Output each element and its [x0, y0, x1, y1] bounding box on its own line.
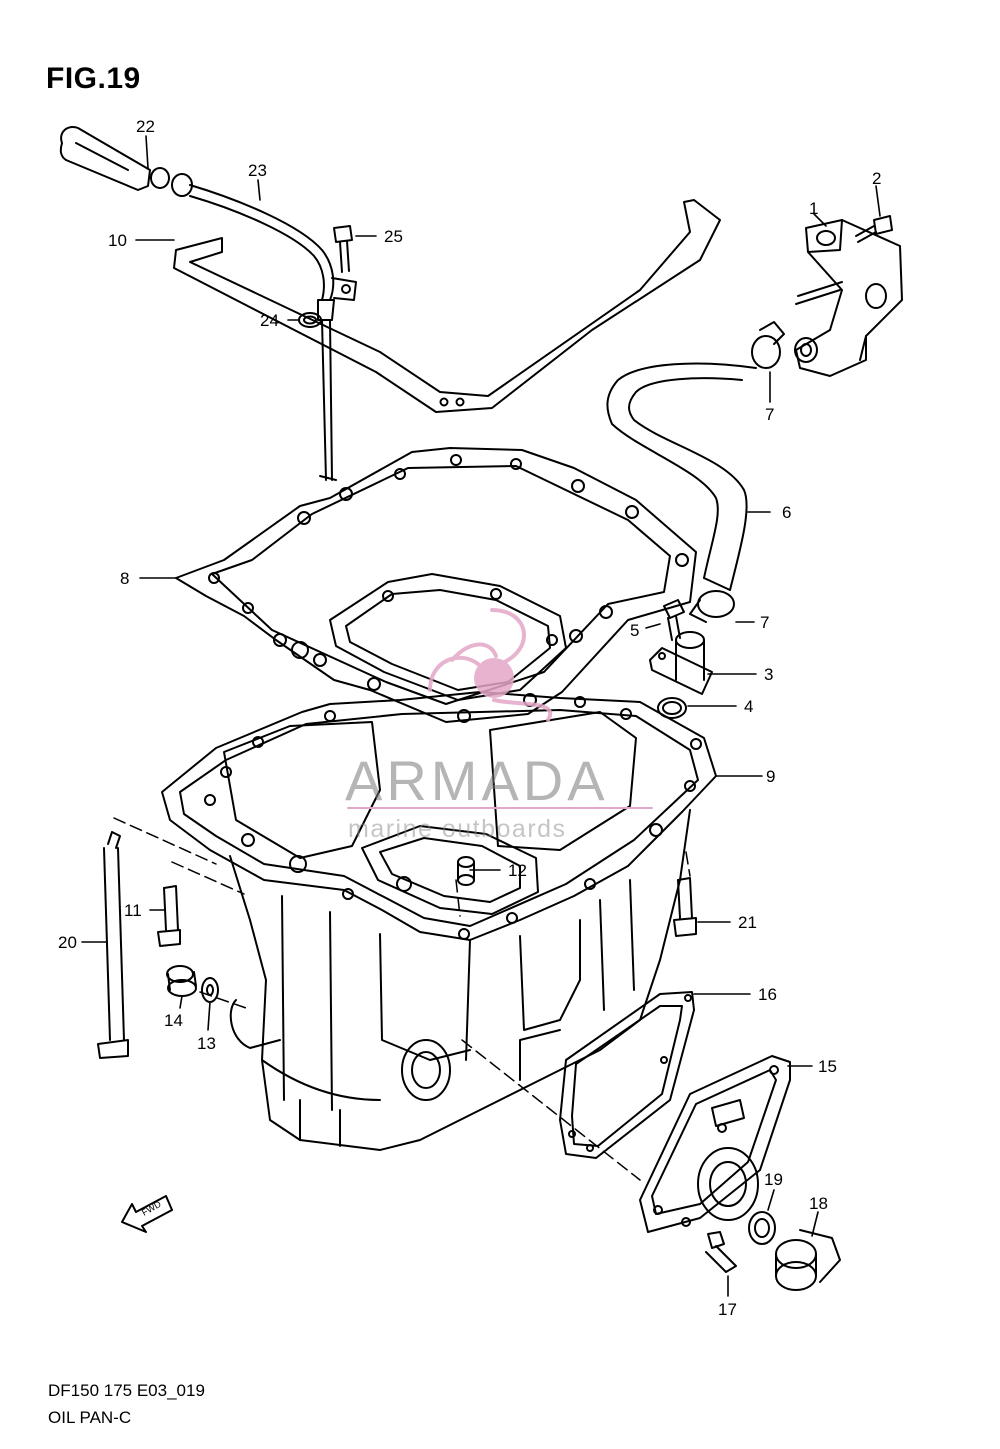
assembly-lines	[113, 817, 691, 1181]
bolt-14	[166, 965, 197, 997]
callout-leaders	[81, 135, 881, 1297]
bolt-21	[673, 877, 697, 937]
breather-union	[649, 631, 713, 695]
callout-11: 11	[124, 901, 142, 920]
oil-pan-cover	[639, 1055, 791, 1233]
callout-24: 24	[260, 311, 279, 330]
callout-1: 1	[809, 199, 818, 218]
callout-9: 9	[766, 767, 775, 786]
callout-20: 20	[58, 933, 77, 952]
callout-19: 19	[764, 1170, 783, 1189]
callout-14: 14	[164, 1011, 183, 1030]
callout-25: 25	[384, 227, 403, 246]
o-ring-24	[298, 312, 322, 328]
diagram-name: OIL PAN-C	[48, 1408, 132, 1427]
dipstick-guide-tube	[189, 184, 357, 481]
callout-17: 17	[718, 1300, 737, 1319]
callout-16: 16	[758, 985, 777, 1004]
diagram-code: DF150 175 E03_019	[48, 1381, 205, 1400]
callout-5: 5	[630, 621, 639, 640]
gasket-19	[748, 1211, 776, 1245]
bolt-17	[705, 1231, 737, 1273]
callout-12: 12	[508, 861, 527, 880]
drain-plug	[775, 1229, 841, 1291]
washer-13	[201, 977, 219, 1003]
callout-18: 18	[809, 1194, 828, 1213]
callout-4: 4	[744, 697, 753, 716]
callout-3: 3	[764, 665, 773, 684]
armada-logo-icon	[428, 608, 553, 722]
callout-13: 13	[197, 1034, 216, 1053]
hose-clamp-upper	[751, 321, 785, 369]
fwd-arrow-icon: FWD	[121, 1195, 173, 1233]
figure-title: FIG.19	[46, 62, 141, 95]
oil-pan	[161, 691, 717, 1151]
dipstick	[59, 126, 193, 197]
callout-6: 6	[782, 503, 791, 522]
callout-15: 15	[818, 1057, 837, 1076]
callout-labels: 1 2 3 4 5 6 7 7 8 9 10 11 12 13 14 15 16…	[58, 117, 881, 1319]
callout-22: 22	[136, 117, 155, 136]
breather-hose	[606, 362, 757, 591]
bolt-25	[333, 225, 353, 273]
bracket-rail	[173, 199, 721, 413]
callout-8: 8	[120, 569, 129, 588]
bolt-11	[157, 885, 181, 947]
upper-gasket	[175, 447, 697, 723]
callout-7-upper: 7	[765, 405, 774, 424]
callout-23: 23	[248, 161, 267, 180]
callout-10: 10	[108, 231, 127, 250]
callout-2: 2	[872, 169, 881, 188]
breather-bracket	[794, 219, 903, 377]
callout-7-lower: 7	[760, 613, 769, 632]
o-ring-4	[657, 697, 687, 719]
hose-clamp-lower	[689, 590, 735, 623]
oil-pan-cover-gasket	[559, 991, 695, 1159]
callout-21: 21	[738, 913, 757, 932]
bolt-20	[97, 831, 129, 1059]
bolt-2	[855, 215, 893, 243]
